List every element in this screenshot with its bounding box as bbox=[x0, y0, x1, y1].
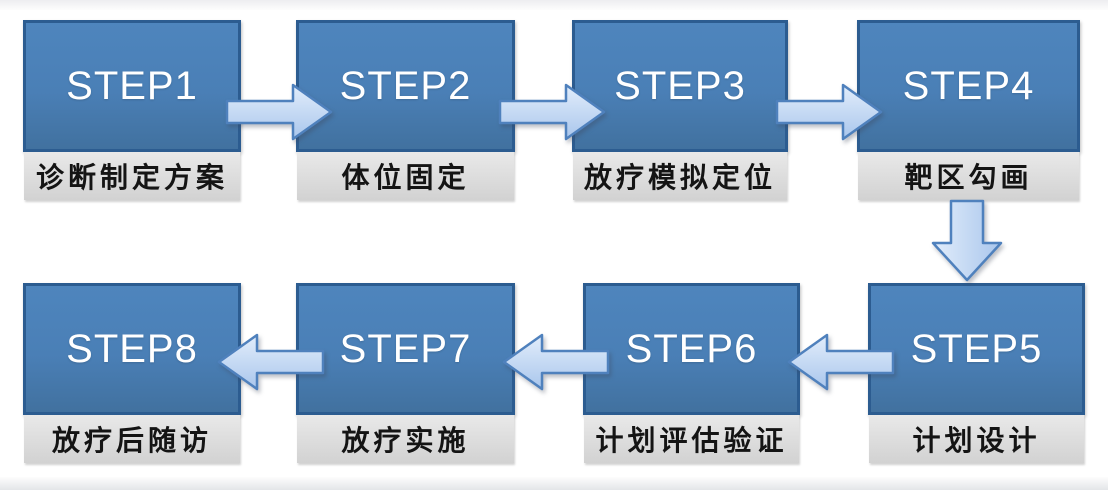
step7-box: STEP7 bbox=[296, 283, 515, 415]
step8-title: STEP8 bbox=[66, 326, 198, 371]
step1-label: 诊断制定方案 bbox=[24, 152, 240, 200]
arrow-step3-to-step4-icon bbox=[775, 83, 883, 141]
step4-label: 靶区勾画 bbox=[858, 152, 1079, 200]
step4-box: STEP4 bbox=[857, 20, 1080, 152]
arrow-step2-to-step3-icon bbox=[498, 83, 606, 141]
step-step8: STEP8 放疗后随访 bbox=[23, 283, 241, 463]
step7-title: STEP7 bbox=[339, 326, 472, 371]
step-step2: STEP2 体位固定 bbox=[296, 20, 515, 200]
step3-title: STEP3 bbox=[614, 63, 746, 108]
arrow-step5-to-step6-icon bbox=[787, 333, 895, 391]
step6-title: STEP6 bbox=[625, 326, 758, 371]
step2-title: STEP2 bbox=[339, 63, 472, 108]
step-step5: STEP5 计划设计 bbox=[868, 283, 1085, 463]
step6-label: 计划评估验证 bbox=[584, 415, 799, 463]
step1-box: STEP1 bbox=[23, 20, 241, 152]
step4-title: STEP4 bbox=[902, 63, 1035, 108]
step8-box: STEP8 bbox=[23, 283, 241, 415]
step3-box: STEP3 bbox=[572, 20, 788, 152]
page-bottom-strip bbox=[0, 477, 1108, 490]
step-step4: STEP4 靶区勾画 bbox=[857, 20, 1080, 200]
step-step1: STEP1 诊断制定方案 bbox=[23, 20, 241, 200]
step5-title: STEP5 bbox=[910, 326, 1043, 371]
step2-label: 体位固定 bbox=[297, 152, 514, 200]
arrow-step1-to-step2-icon bbox=[225, 83, 333, 141]
arrow-step7-to-step8-icon bbox=[217, 333, 325, 391]
step3-label: 放疗模拟定位 bbox=[573, 152, 787, 200]
arrow-step6-to-step7-icon bbox=[502, 333, 610, 391]
step-step7: STEP7 放疗实施 bbox=[296, 283, 515, 463]
step1-title: STEP1 bbox=[66, 63, 198, 108]
step-step3: STEP3 放疗模拟定位 bbox=[572, 20, 788, 200]
step7-label: 放疗实施 bbox=[297, 415, 514, 463]
step8-label: 放疗后随访 bbox=[24, 415, 240, 463]
arrow-step4-to-step5-icon bbox=[931, 199, 1003, 282]
step5-box: STEP5 bbox=[868, 283, 1085, 415]
step5-label: 计划设计 bbox=[869, 415, 1084, 463]
step6-box: STEP6 bbox=[583, 283, 800, 415]
step-step6: STEP6 计划评估验证 bbox=[583, 283, 800, 463]
step2-box: STEP2 bbox=[296, 20, 515, 152]
page-top-strip bbox=[0, 0, 1108, 10]
